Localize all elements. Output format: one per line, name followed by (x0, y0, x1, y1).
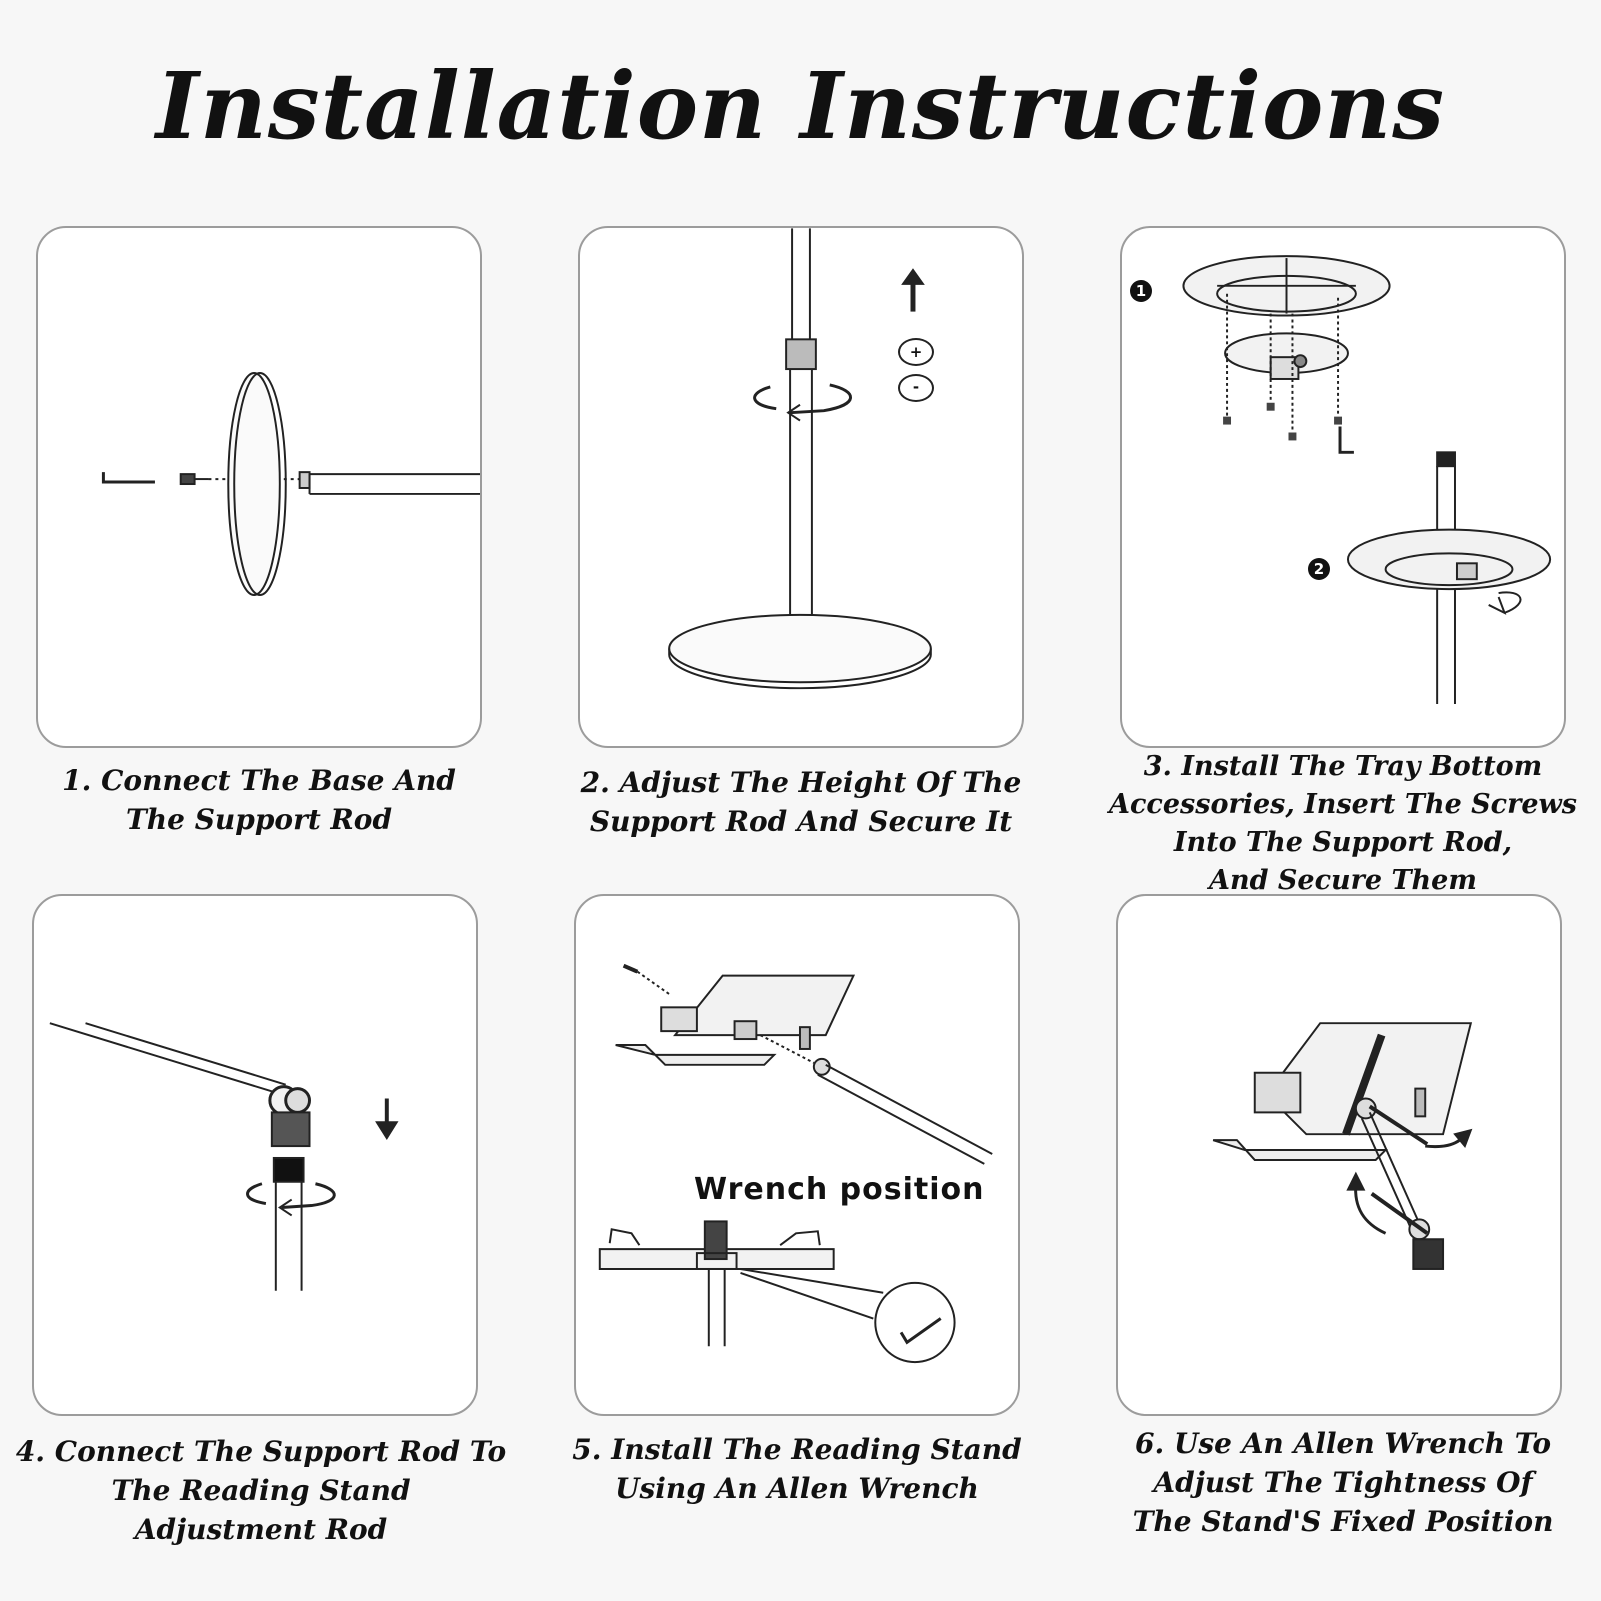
allen-wrench-icon (1338, 426, 1354, 454)
allen-wrench-icon (101, 472, 155, 484)
caption-line: 6. Use An Allen Wrench To (1134, 1427, 1552, 1460)
caption-line: 1. Connect The Base And (62, 764, 456, 797)
adjustment-rod (759, 1034, 993, 1165)
page-title: Installation Instructions (155, 52, 1446, 160)
step-2-illustration: + - (578, 226, 1024, 748)
rotate-arrow-icon (1488, 591, 1522, 615)
tray-bottom-plate (1182, 255, 1391, 317)
reading-stand-front (598, 1220, 835, 1347)
step-marker-1: 1 (1130, 280, 1152, 302)
up-arrow-icon (901, 268, 925, 312)
round-base-disc (227, 372, 287, 597)
step-3-illustration: 1 2 (1120, 226, 1566, 748)
minus-symbol: - (898, 374, 934, 402)
step-6-illustration (1116, 894, 1562, 1416)
caption-line: Support Rod And Secure It (589, 805, 1013, 838)
caption-line: 2. Adjust The Height Of The (580, 766, 1022, 799)
support-rod (272, 1156, 305, 1291)
caption-line: The Stand'S Fixed Position (1132, 1505, 1554, 1538)
caption-line: Adjustment Rod (134, 1513, 388, 1546)
support-rod (298, 471, 480, 495)
allen-wrench-icon (1368, 1104, 1429, 1235)
caption-line: Using An Allen Wrench (615, 1472, 979, 1505)
support-rod (785, 228, 817, 645)
mounting-bracket (1224, 332, 1349, 380)
plus-symbol: + (898, 338, 934, 366)
step-6-caption: 6. Use An Allen Wrench To Adjust The Tig… (1090, 1424, 1596, 1541)
wrench-position-label: Wrench position (694, 1172, 985, 1207)
round-base-disc (668, 613, 932, 690)
screw-icon (1226, 293, 1340, 433)
magnifier-callout (740, 1267, 956, 1364)
reading-stand (1212, 1022, 1473, 1161)
reading-stand (615, 974, 856, 1066)
step-4-caption: 4. Connect The Support Rod To The Readin… (6, 1432, 516, 1549)
step-5-illustration: Wrench position (574, 894, 1020, 1416)
joint-knob (268, 1085, 311, 1148)
step-marker-2: 2 (1308, 558, 1330, 580)
screw-icon (622, 963, 672, 997)
caption-line: Adjust The Tightness Of (1153, 1466, 1533, 1499)
caption-line: 3. Install The Tray Bottom (1143, 751, 1543, 782)
allen-wrench-icon (899, 1317, 942, 1345)
caption-line: Accessories, Insert The Screws (1109, 789, 1577, 820)
rotate-arrow-icon (1346, 1128, 1473, 1235)
caption-line: And Secure Them (1209, 865, 1477, 896)
caption-line: 5. Install The Reading Stand (572, 1433, 1022, 1466)
rotate-arrow-icon (753, 383, 852, 422)
down-arrow-icon (375, 1098, 399, 1141)
step-5-caption: 5. Install The Reading Stand Using An Al… (544, 1430, 1050, 1508)
adjustment-rod (49, 1022, 287, 1094)
step-3-caption: 3. Install The Tray Bottom Accessories, … (1090, 748, 1596, 900)
caption-line: Into The Support Rod, (1173, 827, 1513, 858)
rotate-arrow-icon (246, 1182, 336, 1217)
step-4-illustration (32, 894, 478, 1416)
screw-icon (179, 473, 209, 486)
step-1-caption: 1. Connect The Base And The Support Rod (36, 761, 482, 839)
tray-bottom-plate (1346, 528, 1552, 591)
caption-line: The Reading Stand (111, 1474, 411, 1507)
caption-line: 4. Connect The Support Rod To (15, 1435, 507, 1468)
step-2-caption: 2. Adjust The Height Of The Support Rod … (548, 763, 1054, 841)
step-1-illustration (36, 226, 482, 748)
caption-line: The Support Rod (125, 803, 393, 836)
